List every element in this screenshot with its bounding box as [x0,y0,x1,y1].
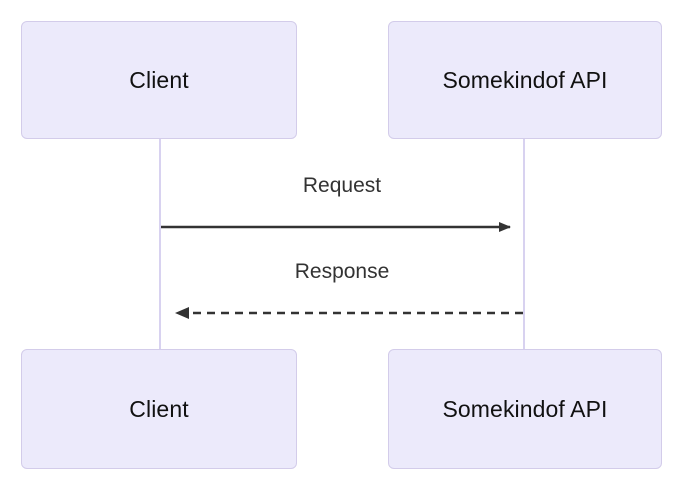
lifeline-api [523,139,525,349]
participant-label-api-bottom: Somekindof API [442,395,608,422]
lifeline-client [159,139,161,349]
participant-box-api-top[interactable]: Somekindof API [388,21,662,139]
participant-box-client-top[interactable]: Client [21,21,297,139]
participant-box-client-bottom[interactable]: Client [21,349,297,469]
participant-label-client-bottom: Client [129,395,189,422]
participant-label-client-top: Client [129,66,189,93]
participant-box-api-bottom[interactable]: Somekindof API [388,349,662,469]
participant-label-api-top: Somekindof API [442,66,608,93]
message-label-request: Request [302,174,382,197]
message-label-response: Response [294,260,390,283]
